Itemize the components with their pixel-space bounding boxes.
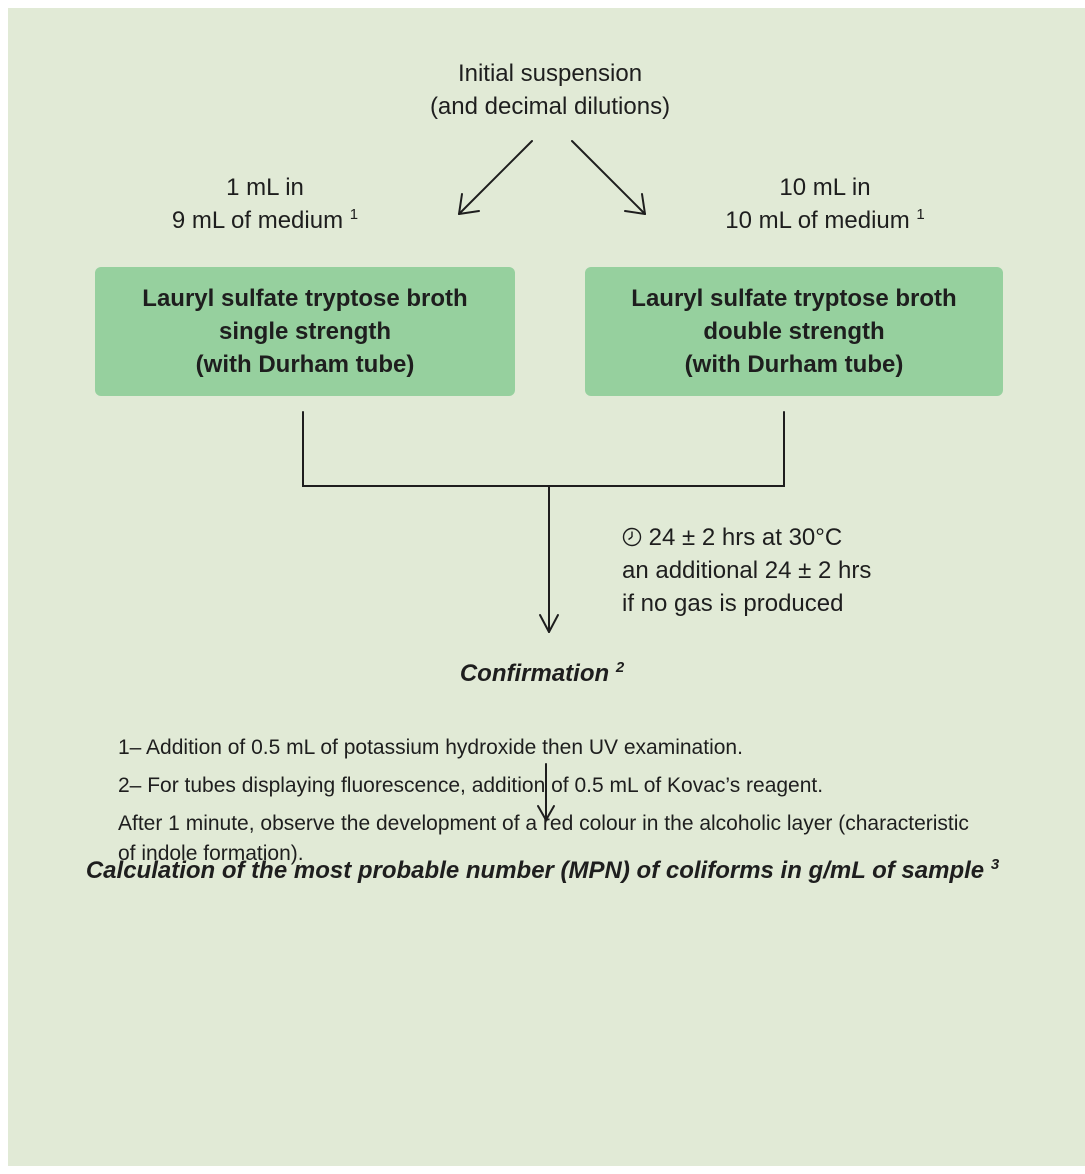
right-branch-label: 10 mL in 10 mL of medium 1: [725, 174, 925, 234]
mpn-calculation-step: Calculation of the most probable number …: [85, 856, 1000, 884]
diagram-panel: [8, 8, 1085, 1166]
note-1: 1– Addition of 0.5 mL of potassium hydro…: [118, 736, 743, 759]
note-2: 2– For tubes displaying fluorescence, ad…: [118, 774, 824, 797]
single-strength-broth-box: Lauryl sulfate tryptose broth single str…: [95, 267, 515, 396]
incubation-conditions: 24 ± 2 hrs at 30°C an additional 24 ± 2 …: [622, 524, 872, 617]
double-strength-broth-box: Lauryl sulfate tryptose broth double str…: [585, 267, 1003, 396]
clock-icon: [622, 527, 642, 547]
note-3: After 1 minute, observe the development …: [118, 812, 969, 865]
confirmation-step: Confirmation 2: [459, 659, 625, 687]
initial-suspension-label: Initial suspension (and decimal dilution…: [429, 60, 671, 120]
left-branch-label: 1 mL in 9 mL of medium 1: [171, 174, 359, 234]
